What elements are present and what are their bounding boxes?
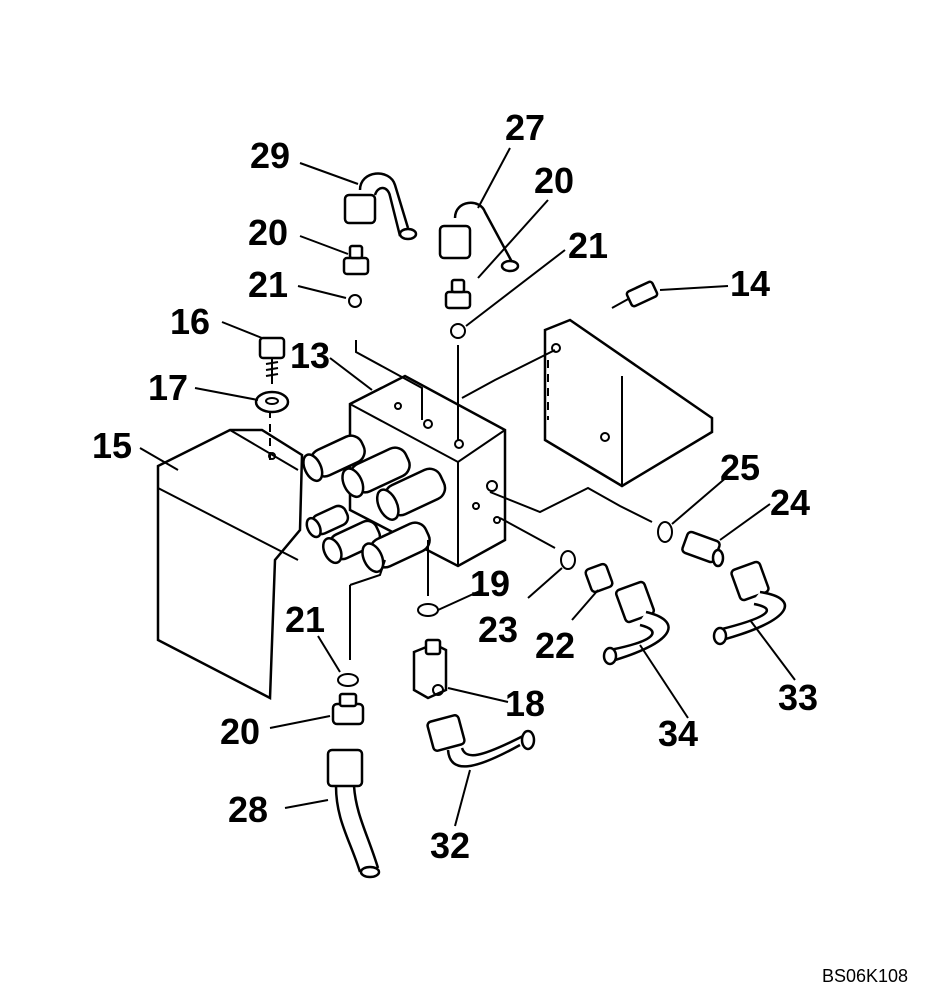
callout-25: 25 (720, 447, 760, 488)
callout-15: 15 (92, 425, 132, 466)
o-ring-21-bottom (337, 673, 359, 687)
callout-18: 18 (505, 683, 545, 724)
fitting-18 (412, 638, 448, 700)
bolt-14 (611, 280, 659, 309)
callout-24: 24 (770, 482, 810, 523)
callouts: 29 27 20 20 21 21 14 16 13 17 15 25 24 1… (92, 107, 818, 866)
callout-29: 29 (250, 135, 290, 176)
callout-21: 21 (285, 599, 325, 640)
assembly-lines (268, 340, 653, 660)
washer-17 (254, 390, 290, 414)
o-ring-21-top-left (348, 294, 362, 308)
callout-14: 14 (730, 263, 770, 304)
drawing-code: BS06K108 (822, 966, 908, 986)
hose-33 (712, 560, 787, 646)
fitting-20-top-right (444, 278, 472, 310)
callout-28: 28 (228, 789, 268, 830)
o-ring-23 (560, 550, 576, 570)
hose-34 (602, 580, 670, 666)
hose-32 (426, 714, 536, 768)
o-ring-25 (657, 521, 673, 543)
callout-20: 20 (248, 212, 288, 253)
bolt-16 (258, 336, 286, 384)
solenoid-cartridges (302, 434, 447, 574)
callout-32: 32 (430, 825, 470, 866)
fitting-20-top-left (342, 244, 370, 276)
callout-21: 21 (248, 264, 288, 305)
callout-33: 33 (778, 677, 818, 718)
callout-27: 27 (505, 107, 545, 148)
o-ring-21-top-right (450, 323, 466, 339)
callout-23: 23 (478, 609, 518, 650)
fitting-22 (584, 562, 614, 594)
callout-21: 21 (568, 225, 608, 266)
leader-lines (139, 147, 796, 827)
fitting-24 (681, 530, 725, 568)
hose-29 (343, 172, 418, 241)
callout-17: 17 (148, 367, 188, 408)
hose-27 (438, 201, 520, 273)
callout-20: 20 (220, 711, 260, 752)
callout-16: 16 (170, 301, 210, 342)
callout-13: 13 (290, 335, 330, 376)
hose-28 (326, 748, 381, 879)
callout-20: 20 (534, 160, 574, 201)
callout-22: 22 (535, 625, 575, 666)
fitting-20-bottom (331, 692, 365, 726)
mounting-bracket (543, 318, 714, 488)
callout-19: 19 (470, 563, 510, 604)
callout-34: 34 (658, 713, 698, 754)
cover-plate-15 (156, 428, 304, 701)
o-ring-19 (417, 603, 439, 617)
